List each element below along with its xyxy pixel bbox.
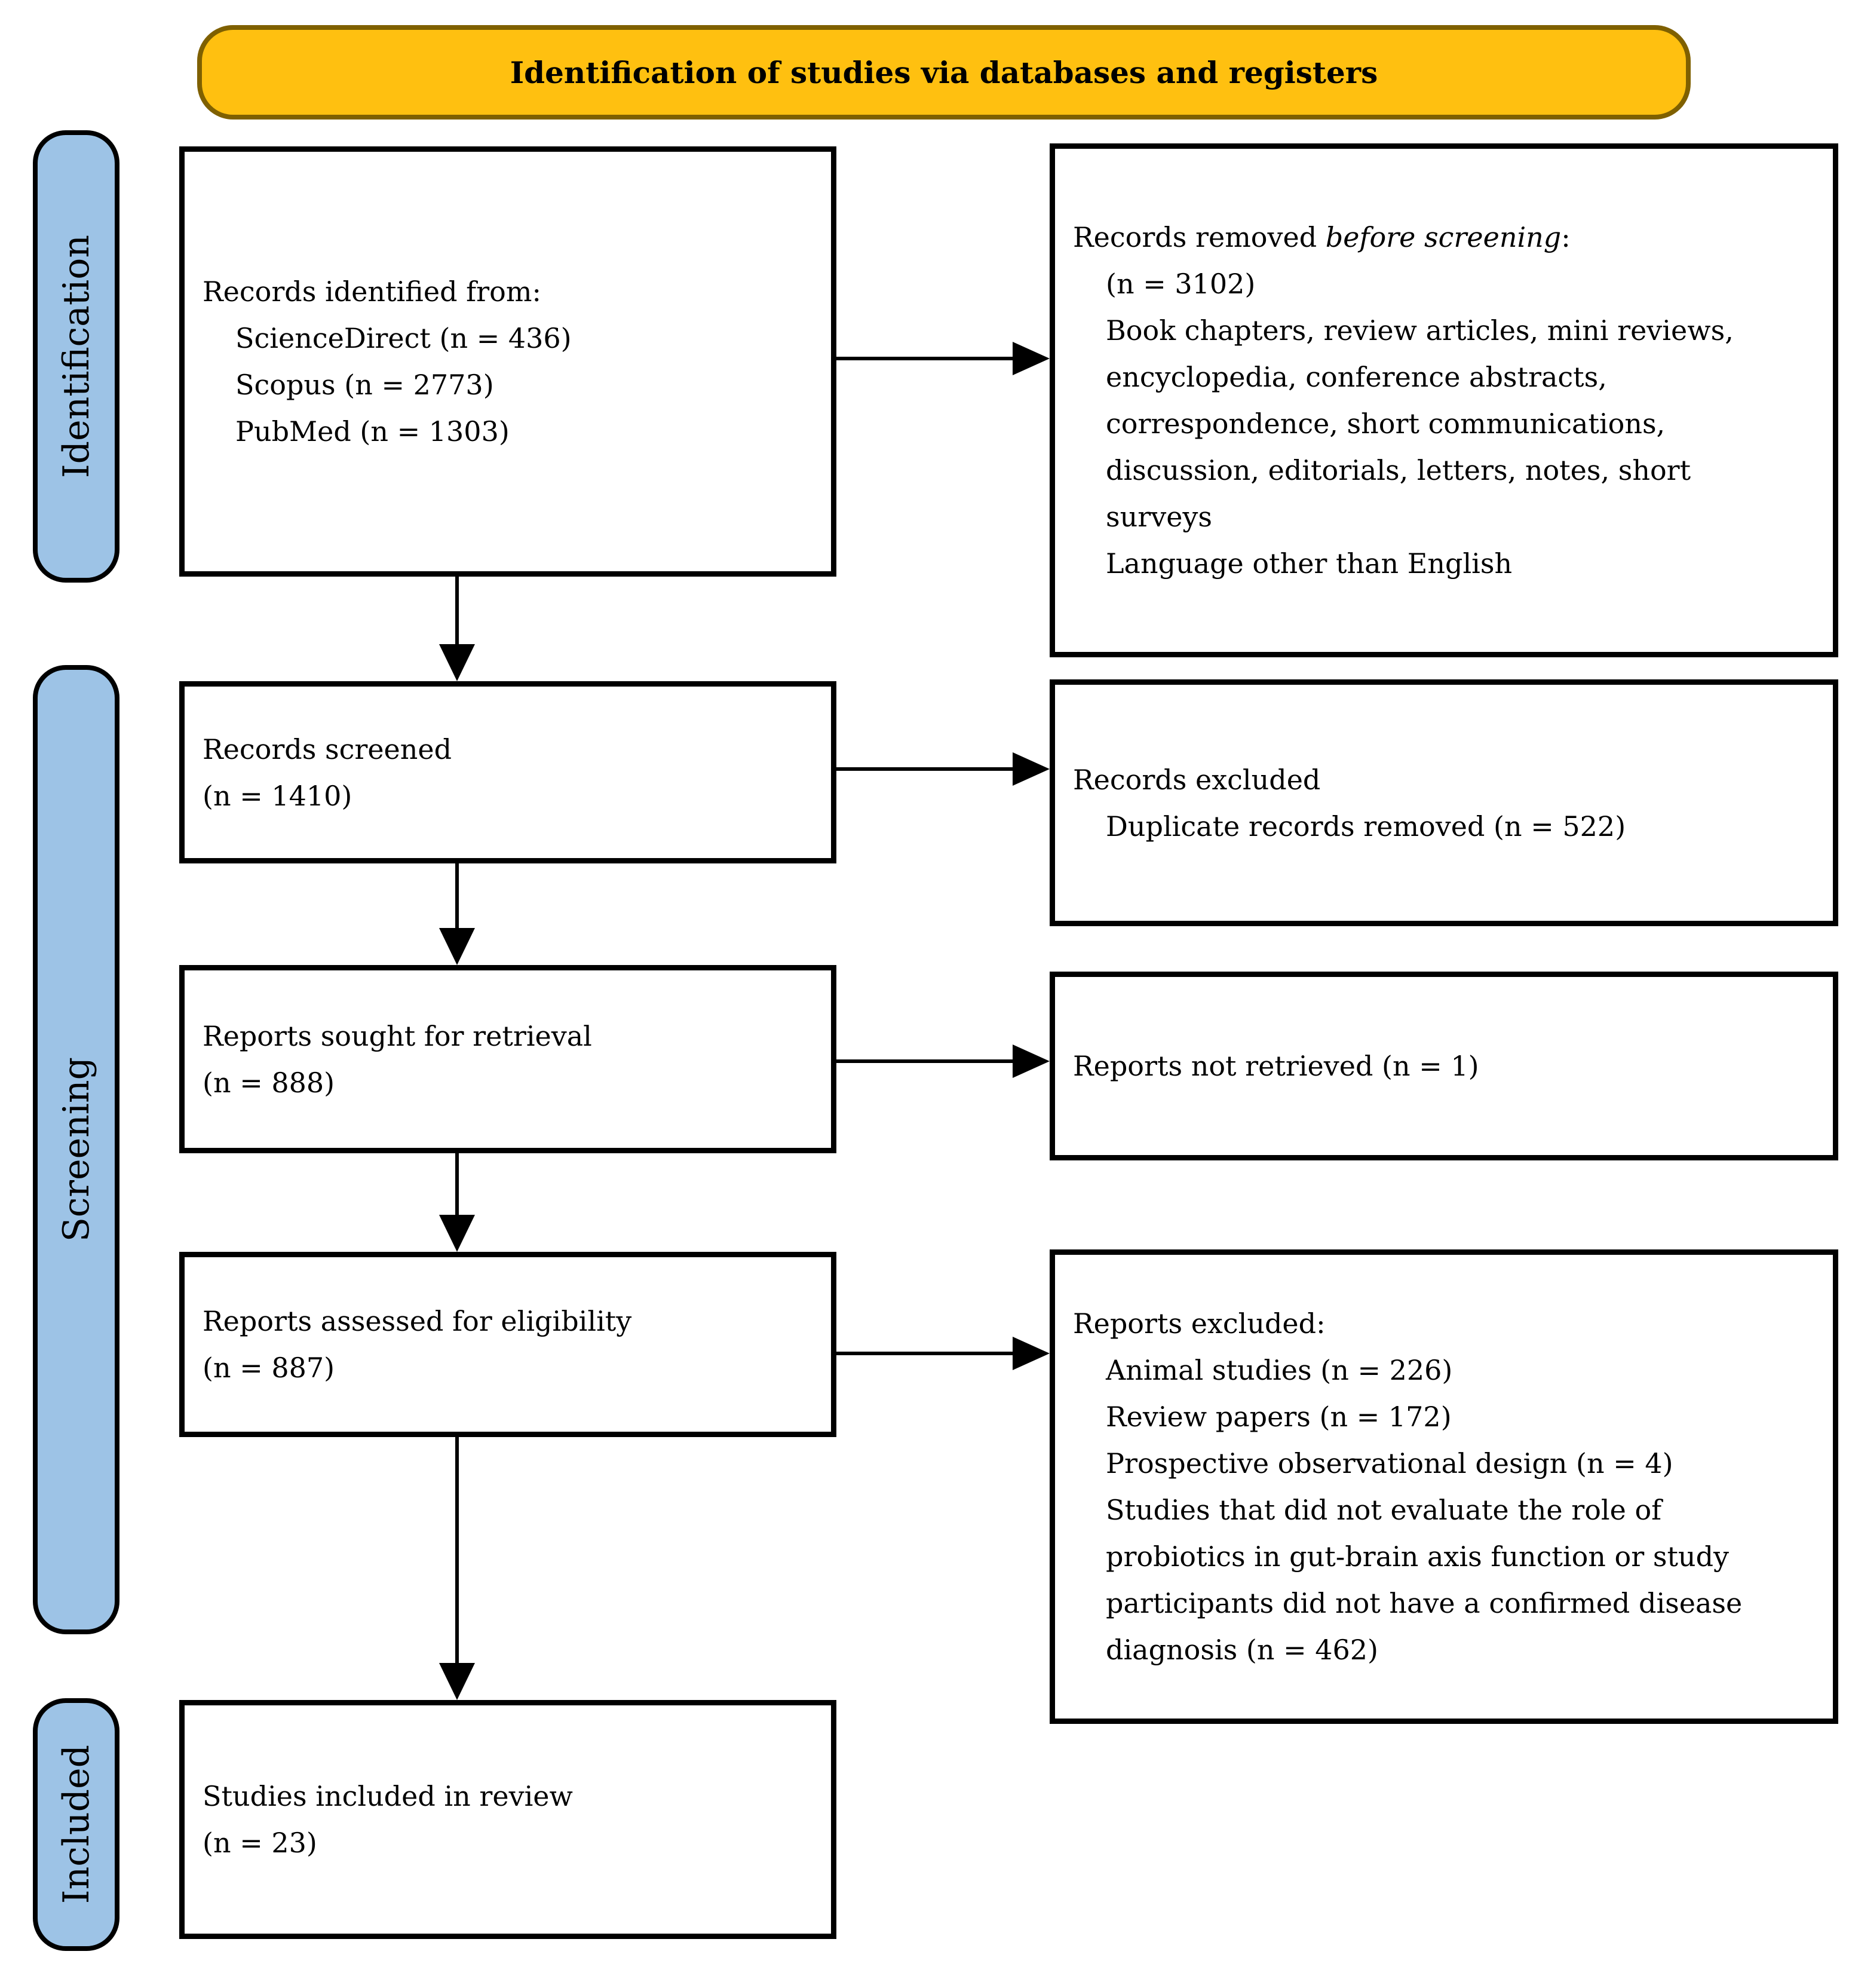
studies-included-count: (n = 23) xyxy=(203,1827,317,1859)
source-pubmed: PubMed (n = 1303) xyxy=(235,415,510,448)
box-records-screened: Records screened (n = 1410) xyxy=(179,681,836,863)
records-removed-heading: Records removed before screening: xyxy=(1073,214,1752,261)
box-studies-included: Studies included in review (n = 23) xyxy=(179,1700,836,1939)
box-reports-sought: Reports sought for retrieval (n = 888) xyxy=(179,965,836,1153)
box-records-removed: Records removed before screening: (n = 3… xyxy=(1050,143,1838,657)
studies-included-label: Studies included in review xyxy=(203,1780,573,1812)
stage-bar-screening: Screening xyxy=(33,665,119,1634)
reports-sought-count: (n = 888) xyxy=(203,1066,335,1099)
records-identified-heading: Records identified from: xyxy=(203,275,541,308)
reports-excluded-reason-animal: Animal studies (n = 226) xyxy=(1106,1354,1453,1386)
right-arrow-1-line xyxy=(836,357,1014,360)
records-removed-count: (n = 3102) xyxy=(1106,268,1256,300)
down-arrow-3-head-icon xyxy=(439,1215,475,1252)
down-arrow-1-line xyxy=(455,577,459,645)
box-records-excluded: Records excluded Duplicate records remov… xyxy=(1050,679,1838,926)
stage-bar-identification: Identification xyxy=(33,130,119,583)
reports-assessed-label: Reports assessed for eligibility xyxy=(203,1305,632,1337)
stage-bar-included: Included xyxy=(33,1698,119,1951)
records-removed-reason-language: Language other than English xyxy=(1106,547,1513,580)
down-arrow-2-head-icon xyxy=(439,928,475,965)
down-arrow-2-line xyxy=(455,863,459,929)
source-scopus: Scopus (n = 2773) xyxy=(235,369,494,401)
down-arrow-3-line xyxy=(455,1153,459,1216)
down-arrow-4-head-icon xyxy=(439,1663,475,1700)
reports-excluded-reason-scope: Studies that did not evaluate the role o… xyxy=(1106,1494,1743,1666)
down-arrow-1-head-icon xyxy=(439,644,475,681)
reports-not-retrieved-text: Reports not retrieved (n = 1) xyxy=(1073,1050,1479,1082)
records-excluded-detail: Duplicate records removed (n = 522) xyxy=(1106,810,1626,843)
reports-excluded-reason-review: Review papers (n = 172) xyxy=(1106,1401,1452,1433)
right-arrow-4-line xyxy=(836,1352,1014,1355)
right-arrow-4-head-icon xyxy=(1013,1337,1050,1370)
right-arrow-3-head-icon xyxy=(1013,1044,1050,1078)
reports-assessed-count: (n = 887) xyxy=(203,1352,335,1384)
reports-excluded-reason-prospective: Prospective observational design (n = 4) xyxy=(1106,1447,1673,1479)
down-arrow-4-line xyxy=(455,1437,459,1664)
box-reports-assessed: Reports assessed for eligibility (n = 88… xyxy=(179,1252,836,1437)
banner-title: Identification of studies via databases … xyxy=(197,25,1691,120)
source-sciencedirect: ScienceDirect (n = 436) xyxy=(235,322,572,354)
records-removed-heading-italic: before screening xyxy=(1325,221,1562,253)
right-arrow-1-head-icon xyxy=(1013,342,1050,375)
banner-title-text: Identification of studies via databases … xyxy=(510,54,1378,90)
records-screened-label: Records screened xyxy=(203,733,452,765)
right-arrow-2-head-icon xyxy=(1013,752,1050,786)
box-reports-excluded: Reports excluded: Animal studies (n = 22… xyxy=(1050,1249,1838,1724)
records-removed-reason-types: Book chapters, review articles, mini rev… xyxy=(1106,314,1734,533)
box-records-identified: Records identified from: ScienceDirect (… xyxy=(179,146,836,577)
records-removed-heading-prefix: Records removed xyxy=(1073,221,1326,253)
stage-label-included: Included xyxy=(55,1745,97,1904)
stage-label-screening: Screening xyxy=(55,1057,97,1242)
reports-sought-label: Reports sought for retrieval xyxy=(203,1019,592,1052)
right-arrow-2-line xyxy=(836,767,1014,771)
reports-excluded-heading: Reports excluded: xyxy=(1073,1307,1326,1340)
records-excluded-heading: Records excluded xyxy=(1073,763,1321,796)
records-screened-count: (n = 1410) xyxy=(203,779,352,812)
stage-label-identification: Identification xyxy=(55,234,97,479)
box-reports-not-retrieved: Reports not retrieved (n = 1) xyxy=(1050,972,1838,1160)
records-removed-heading-suffix: : xyxy=(1561,221,1571,253)
right-arrow-3-line xyxy=(836,1059,1014,1063)
